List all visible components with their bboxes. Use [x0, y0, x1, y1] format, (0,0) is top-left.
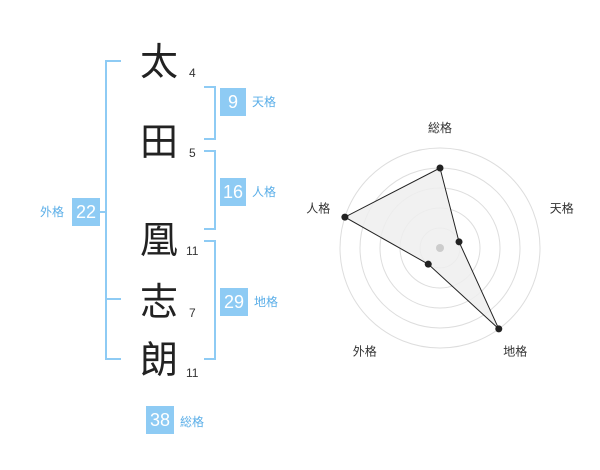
stroke-count-1: 4 — [189, 66, 196, 80]
radar-axis-label-3: 地格 — [503, 344, 527, 359]
name-char-5: 朗 — [140, 338, 179, 382]
gaikaku-label: 外格 — [40, 205, 65, 219]
radar-polygon — [343, 167, 500, 330]
name-char-4: 志 — [140, 280, 179, 324]
stroke-count-5: 11 — [186, 366, 199, 380]
radar-point-1 — [436, 164, 444, 172]
radar-point-4 — [424, 260, 432, 268]
radar-axis-label-2: 天格 — [550, 200, 574, 215]
radar-axis-label-4: 外格 — [353, 344, 377, 359]
name-char-1: 太 — [140, 40, 179, 84]
chikaku-value: 29 — [220, 288, 248, 316]
chikaku-label: 地格 — [254, 295, 279, 309]
name-char-3: 凰 — [140, 218, 179, 262]
radar-point-3 — [495, 325, 503, 333]
tenkaku-value: 9 — [220, 88, 246, 116]
jinkaku-label: 人格 — [252, 185, 277, 199]
soukaku-value: 38 — [146, 406, 174, 434]
radar-point-5 — [341, 213, 349, 221]
stroke-count-4: 7 — [189, 306, 196, 320]
radar-axis-label-5: 人格 — [306, 200, 330, 215]
jinkaku-value: 16 — [220, 178, 246, 206]
tenkaku-label: 天格 — [252, 95, 277, 109]
radar-grid-ring — [339, 147, 541, 349]
gaikaku-value: 22 — [72, 198, 100, 226]
radar-axis-label-1: 総格 — [428, 120, 452, 135]
stroke-count-2: 5 — [189, 146, 196, 160]
radar-center — [436, 244, 444, 252]
name-char-2: 田 — [140, 120, 179, 164]
stroke-count-3: 11 — [186, 244, 199, 258]
soukaku-label: 総格 — [180, 415, 205, 429]
radar-point-2 — [455, 238, 463, 246]
